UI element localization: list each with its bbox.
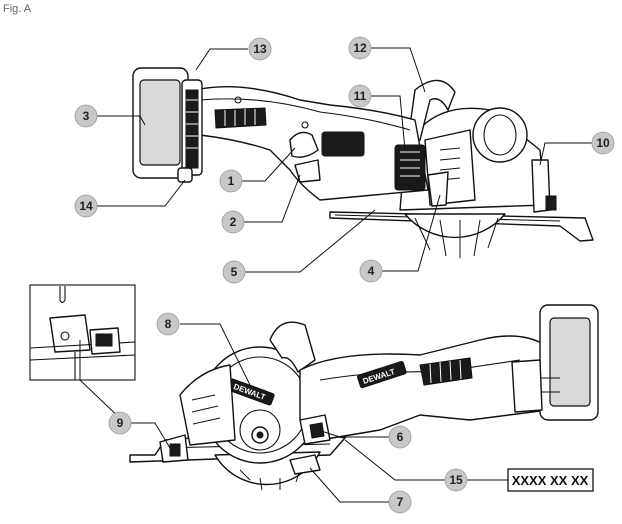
callout-number: 14	[79, 199, 93, 213]
top-trigger-lock	[294, 159, 321, 183]
callout-5: 5	[222, 260, 246, 284]
callout-bubble	[221, 210, 245, 234]
callout-bubble	[359, 259, 383, 283]
top-shoe-plate	[329, 211, 594, 242]
callout-number: 1	[228, 174, 235, 188]
top-saw-drawing	[132, 67, 594, 258]
callout-11: 11	[348, 84, 372, 108]
callout-bubble	[348, 36, 372, 60]
callout-6: 6	[388, 425, 412, 449]
detail-inset	[29, 284, 136, 381]
callout-15: 15	[444, 468, 468, 492]
bottom-body-badge	[357, 360, 407, 389]
top-depth-lever	[427, 171, 449, 207]
callout-bubble	[108, 411, 132, 435]
bottom-front-body	[179, 364, 236, 446]
callout-9: 9	[108, 411, 132, 435]
callout-3: 3	[74, 104, 98, 128]
bottom-main-housing	[299, 335, 549, 441]
callout-13: 13	[248, 37, 272, 61]
callout-number: 5	[231, 265, 238, 279]
bottom-battery-latch	[511, 359, 543, 413]
callout-number: 7	[397, 495, 404, 509]
top-grip-rubber	[214, 107, 267, 129]
callout-bubble	[219, 169, 243, 193]
callout-1: 1	[219, 169, 243, 193]
bottom-guard-lever	[289, 454, 321, 475]
callout-7: 7	[388, 490, 412, 514]
callout-bubble	[591, 131, 615, 155]
top-battery-release	[177, 167, 193, 183]
callout-number: 11	[354, 89, 367, 103]
callout-10: 10	[591, 131, 615, 155]
callout-2: 2	[221, 210, 245, 234]
top-motor-cap	[472, 107, 528, 163]
callout-number: 2	[230, 215, 237, 229]
callout-bubble	[74, 104, 98, 128]
top-trigger	[289, 131, 319, 158]
top-rear-grip	[407, 79, 456, 141]
callout-number: 3	[83, 109, 90, 123]
leader-lines	[79, 47, 592, 503]
callout-8: 8	[156, 312, 180, 336]
serial-number-text: XXXX XX XX	[512, 473, 589, 488]
callout-number: 4	[368, 264, 375, 278]
callout-14: 14	[74, 194, 98, 218]
callout-4: 4	[359, 259, 383, 283]
callout-number: 8	[165, 317, 172, 331]
serial-number-box: XXXX XX XX	[507, 468, 594, 492]
callout-bubble	[74, 194, 98, 218]
top-body-window	[321, 131, 365, 157]
callout-number: 12	[353, 41, 367, 55]
callout-number: 10	[596, 136, 610, 150]
callout-bubble	[388, 425, 412, 449]
callout-markers: 13 12 3 11 10 1 14 2 5 4 8 9 6 15 7	[74, 36, 615, 514]
callout-number: 9	[117, 416, 124, 430]
callout-number: 15	[449, 473, 463, 487]
callout-number: 6	[397, 430, 404, 444]
figure-label: Fig. A	[3, 3, 32, 15]
callout-bubble	[348, 84, 372, 108]
callout-bubble	[156, 312, 180, 336]
bottom-grip-rubber	[419, 357, 473, 386]
callout-bubble	[444, 468, 468, 492]
callout-number: 13	[253, 42, 267, 56]
inset-frame	[29, 284, 136, 381]
bottom-saw-drawing: DEWALT DEWALT	[129, 304, 599, 491]
callout-bubble	[388, 490, 412, 514]
callout-bubble	[222, 260, 246, 284]
callout-bubble	[248, 37, 272, 61]
callout-12: 12	[348, 36, 372, 60]
bottom-front-knob	[269, 321, 316, 373]
top-blade	[404, 213, 506, 239]
